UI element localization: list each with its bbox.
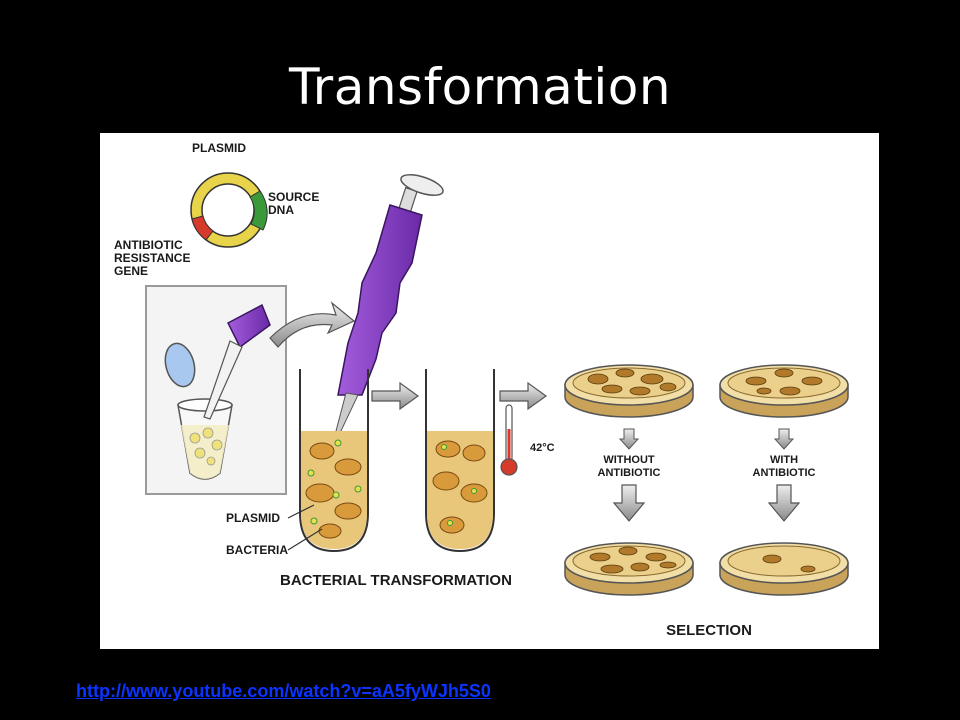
temperature-label: 42°C xyxy=(530,442,555,454)
plasmid-ring-icon xyxy=(190,172,268,248)
antibiotic-label-line2: RESISTANCE xyxy=(114,251,190,265)
source-dna-label-line2: DNA xyxy=(268,203,294,217)
plasmid-label: PLASMID xyxy=(192,141,246,155)
bacteria-pointer-label: BACTERIA xyxy=(226,543,288,557)
selection-caption: SELECTION xyxy=(666,622,752,639)
antibiotic-label-line3: GENE xyxy=(114,264,148,278)
bacterial-transformation-caption: BACTERIAL TRANSFORMATION xyxy=(280,572,512,589)
video-link[interactable]: http://www.youtube.com/watch?v=aA5fyWJh5… xyxy=(76,681,491,701)
bacteria-pointer-line xyxy=(287,528,323,551)
down-arrow-icon-right xyxy=(767,484,801,522)
right-arrow-icon xyxy=(371,381,420,411)
without-antibiotic-label-line1: WITHOUT xyxy=(603,454,655,466)
bacteria-tube-2 xyxy=(425,369,495,553)
thermometer-icon xyxy=(500,404,518,476)
with-antibiotic-label-line1: WITH xyxy=(770,454,798,466)
plasmid-pointer-line xyxy=(287,504,315,519)
slide-title: Transformation xyxy=(288,58,672,116)
curved-arrow-icon xyxy=(269,301,356,348)
small-down-arrow-icon-right xyxy=(773,428,795,450)
without-antibiotic-label-line2: ANTIBIOTIC xyxy=(598,467,661,479)
plasmid-pointer-label: PLASMID xyxy=(226,511,280,525)
right-arrow-icon-2 xyxy=(499,381,548,411)
antibiotic-label-line1: ANTIBIOTIC xyxy=(114,238,183,252)
down-arrow-icon-left xyxy=(612,484,646,522)
small-down-arrow-icon-left xyxy=(618,428,640,450)
with-antibiotic-label-line2: ANTIBIOTIC xyxy=(753,467,816,479)
source-dna-label-line1: SOURCE xyxy=(268,190,319,204)
petri-dish-top-right xyxy=(719,364,849,418)
petri-dish-bottom-left xyxy=(564,542,694,596)
plasmid-tube-inset xyxy=(145,285,287,495)
petri-dish-top-left xyxy=(564,364,694,418)
transformation-diagram: PLASMID SOURCE DNA ANTIBIOTIC RESISTANCE… xyxy=(100,133,879,649)
bacteria-tube-1 xyxy=(299,369,369,553)
petri-dish-bottom-right xyxy=(719,542,849,596)
diagram-canvas: PLASMID SOURCE DNA ANTIBIOTIC RESISTANCE… xyxy=(114,141,849,639)
